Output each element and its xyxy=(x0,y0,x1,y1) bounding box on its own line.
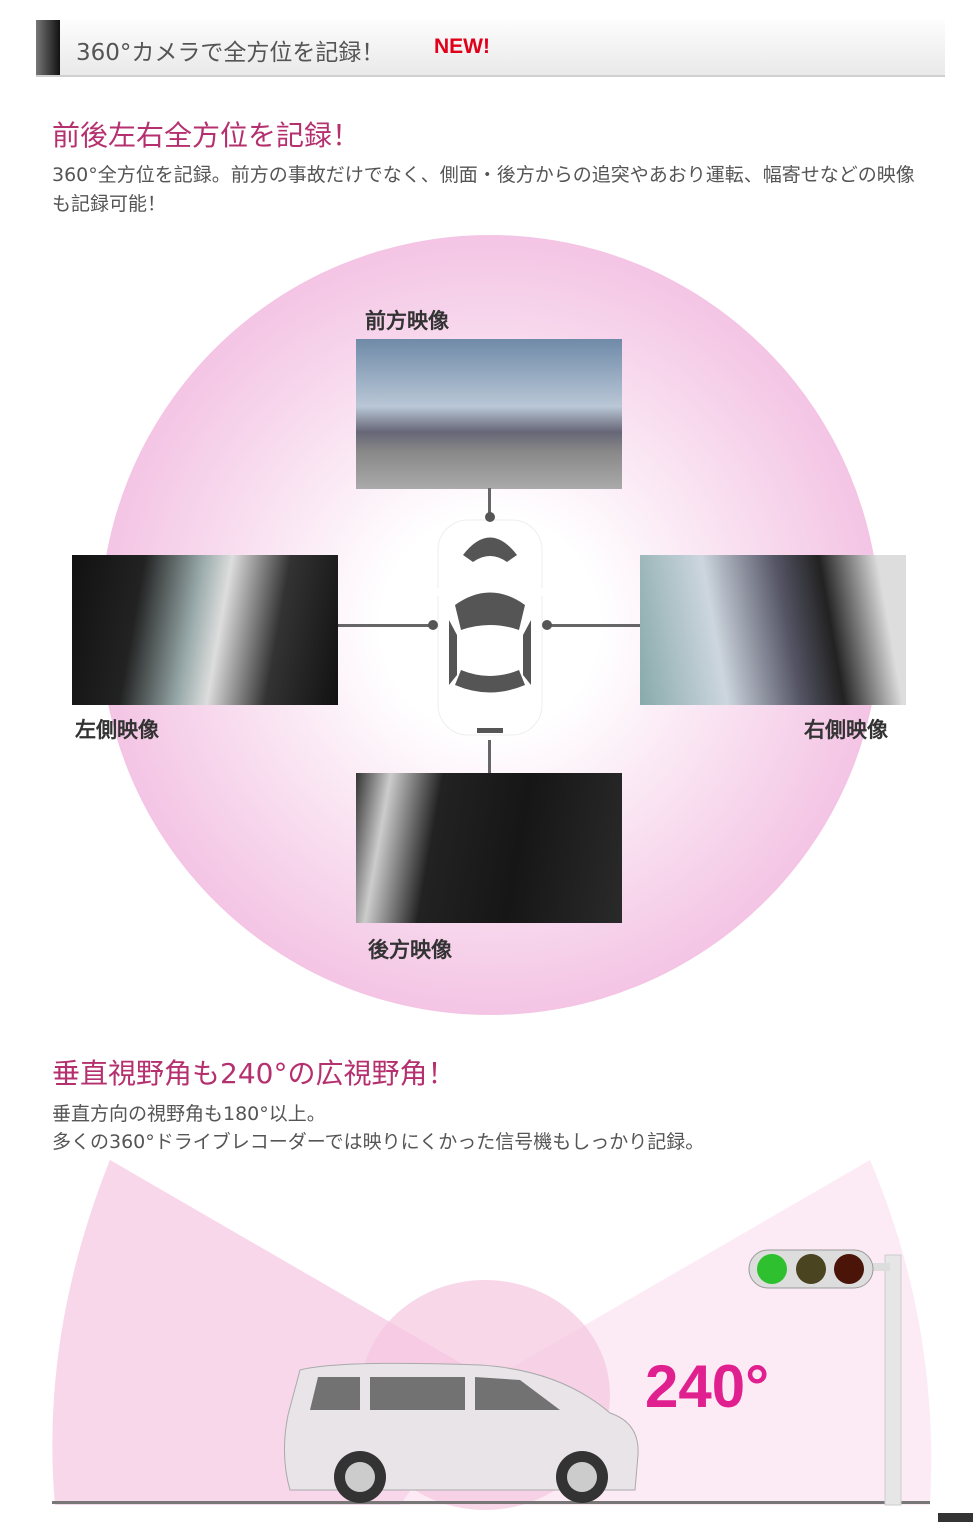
front-camera-image xyxy=(356,339,622,489)
header-title: 360°カメラで全方位を記録！ xyxy=(76,40,385,66)
car-top-view-icon xyxy=(425,512,555,736)
right-camera-image xyxy=(640,555,906,705)
left-label: 左側映像 xyxy=(75,718,159,742)
header-accent-bar xyxy=(36,20,60,75)
angle-label: 240° xyxy=(645,1353,770,1420)
rear-label: 後方映像 xyxy=(368,938,452,962)
right-label: 右側映像 xyxy=(804,718,888,742)
front-label: 前方映像 xyxy=(365,309,449,333)
new-badge: NEW! xyxy=(434,35,490,58)
connector-rear xyxy=(488,740,491,773)
section1-body: 360°全方位を記録。前方の事故だけでなく、側面・後方からの追突やあおり運転、幅… xyxy=(52,164,915,215)
connector-front xyxy=(488,488,491,516)
vertical-fov-diagram xyxy=(52,1160,973,1522)
traffic-light-icon xyxy=(748,1249,902,1506)
section1-heading: 前後左右全方位を記録！ xyxy=(52,119,361,152)
section2-heading: 垂直視野角も240°の広視野角！ xyxy=(52,1057,456,1090)
rear-camera-image xyxy=(356,773,622,923)
left-camera-image xyxy=(72,555,338,705)
section-header: 360°カメラで全方位を記録！ NEW! xyxy=(36,20,945,77)
section2-body-line1: 垂直方向の視野角も180°以上。 xyxy=(52,1103,326,1125)
minivan-icon xyxy=(283,1362,639,1503)
section2-body-line2: 多くの360°ドライブレコーダーでは映りにくかった信号機もしっかり記録。 xyxy=(52,1131,705,1153)
connector-right xyxy=(548,624,640,627)
connector-left xyxy=(338,624,434,627)
